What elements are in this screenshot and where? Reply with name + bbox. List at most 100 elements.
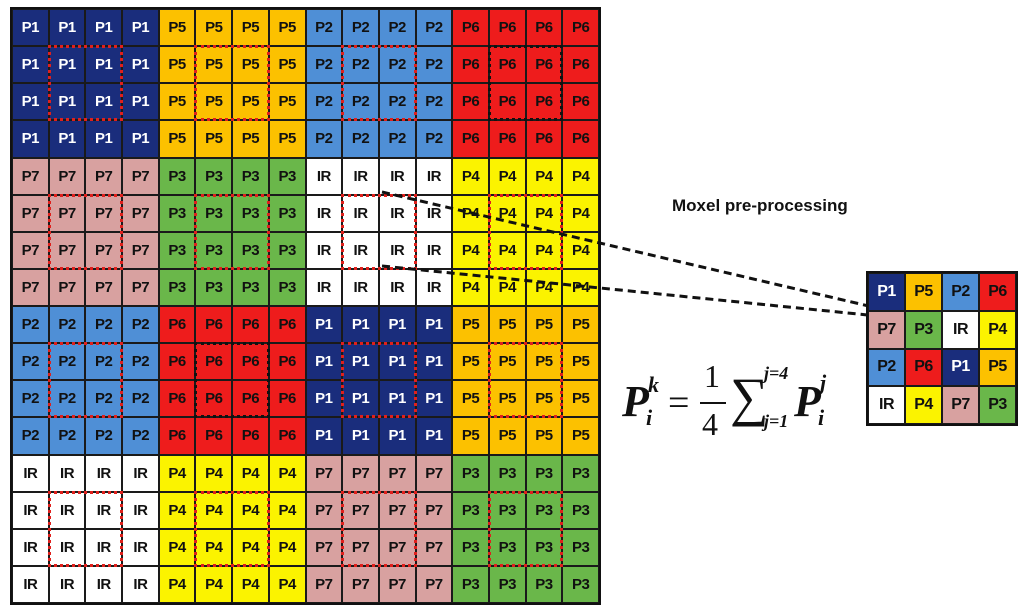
formula-term-subscript: i (818, 405, 825, 430)
grid-cell: P3 (158, 157, 196, 195)
grid-cell: P6 (232, 343, 269, 381)
grid-cell: P6 (562, 83, 599, 121)
grid-cell: P5 (232, 120, 269, 158)
grid-cell: P7 (415, 528, 453, 566)
grid-cell: P7 (85, 157, 123, 195)
grid-cell: P3 (562, 454, 599, 492)
grid-cell: P5 (268, 46, 306, 84)
grid-cell: P3 (232, 157, 269, 195)
grid-cell: P2 (305, 46, 343, 84)
grid-cell: IR (305, 157, 343, 195)
grid-cell: IR (85, 565, 123, 603)
grid-cell: P4 (195, 491, 233, 529)
grid-cell: P6 (562, 46, 599, 84)
grid-cell: P2 (415, 46, 453, 84)
grid-cell: P7 (342, 491, 379, 529)
moxel-cell: P5 (979, 348, 1016, 387)
grid-cell: P4 (195, 454, 233, 492)
grid-cell: P3 (488, 454, 526, 492)
grid-cell: P7 (378, 528, 416, 566)
formula-sum-lower: j=1 (764, 411, 789, 431)
grid-cell: P6 (488, 120, 526, 158)
grid-cell: P7 (122, 268, 159, 306)
grid-cell: P1 (415, 306, 453, 344)
grid-cell: IR (122, 454, 159, 492)
grid-cell: P6 (562, 120, 599, 158)
averaging-formula: P k i = 1 4 ∑ j=4 j=1 P j i (622, 350, 842, 450)
grid-cell: P3 (525, 565, 563, 603)
grid-cell: P7 (305, 565, 343, 603)
grid-cell: P6 (195, 343, 233, 381)
grid-cell: P2 (12, 417, 49, 455)
grid-cell: P3 (268, 157, 306, 195)
grid-cell: P5 (268, 83, 306, 121)
grid-cell: IR (12, 491, 49, 529)
grid-cell: P4 (525, 194, 563, 232)
grid-cell: IR (122, 528, 159, 566)
grid-cell: P5 (525, 417, 563, 455)
grid-cell: P2 (85, 343, 123, 381)
grid-cell: P2 (122, 306, 159, 344)
grid-cell: P1 (305, 306, 343, 344)
grid-cell: P5 (562, 380, 599, 418)
grid-cell: P5 (195, 83, 233, 121)
grid-cell: P4 (268, 491, 306, 529)
grid-cell: P5 (158, 83, 196, 121)
grid-cell: P5 (488, 417, 526, 455)
grid-cell: P5 (268, 120, 306, 158)
grid-cell: P6 (195, 417, 233, 455)
formula-lhs-subscript: i (646, 405, 653, 430)
grid-cell: P7 (342, 565, 379, 603)
grid-cell: P3 (268, 194, 306, 232)
grid-cell: P3 (195, 194, 233, 232)
grid-cell: P1 (305, 417, 343, 455)
grid-cell: P1 (122, 46, 159, 84)
grid-cell: P4 (232, 491, 269, 529)
grid-cell: P5 (232, 83, 269, 121)
grid-cell: P5 (452, 306, 489, 344)
grid-cell: P7 (378, 565, 416, 603)
grid-cell: P1 (12, 9, 49, 47)
grid-cell: P2 (12, 380, 49, 418)
grid-cell: P4 (488, 194, 526, 232)
grid-cell: P1 (12, 120, 49, 158)
grid-cell: IR (342, 194, 379, 232)
grid-cell: P7 (415, 454, 453, 492)
grid-cell: P6 (452, 46, 489, 84)
grid-cell: P1 (378, 380, 416, 418)
grid-cell: IR (342, 157, 379, 195)
grid-cell: P2 (342, 120, 379, 158)
grid-cell: P1 (48, 9, 86, 47)
grid-cell: P1 (415, 380, 453, 418)
grid-cell: P3 (562, 491, 599, 529)
grid-cell: P6 (525, 46, 563, 84)
grid-cell: P4 (488, 268, 526, 306)
formula-term-superscript: j (820, 370, 827, 395)
grid-cell: P4 (158, 454, 196, 492)
grid-cell: P2 (342, 83, 379, 121)
grid-cell: P2 (342, 46, 379, 84)
formula-lhs-symbol: P (622, 377, 649, 426)
grid-cell: P6 (452, 83, 489, 121)
grid-cell: P4 (232, 565, 269, 603)
grid-cell: P5 (562, 343, 599, 381)
formula-equals: = (668, 382, 690, 424)
moxel-cell: P1 (868, 273, 905, 311)
grid-cell: P2 (378, 9, 416, 47)
grid-cell: P3 (195, 231, 233, 269)
grid-cell: P1 (48, 83, 86, 121)
grid-cell: P1 (85, 46, 123, 84)
grid-cell: P1 (378, 343, 416, 381)
grid-cell: P4 (488, 231, 526, 269)
grid-cell: IR (12, 528, 49, 566)
formula-sum-upper: j=4 (764, 363, 789, 383)
grid-cell: P6 (158, 417, 196, 455)
grid-cell: P2 (48, 343, 86, 381)
moxel-cell: P7 (868, 310, 905, 349)
grid-cell: P6 (268, 343, 306, 381)
grid-cell: P3 (452, 454, 489, 492)
grid-cell: P2 (48, 380, 86, 418)
grid-cell: P6 (195, 306, 233, 344)
grid-cell: IR (48, 491, 86, 529)
